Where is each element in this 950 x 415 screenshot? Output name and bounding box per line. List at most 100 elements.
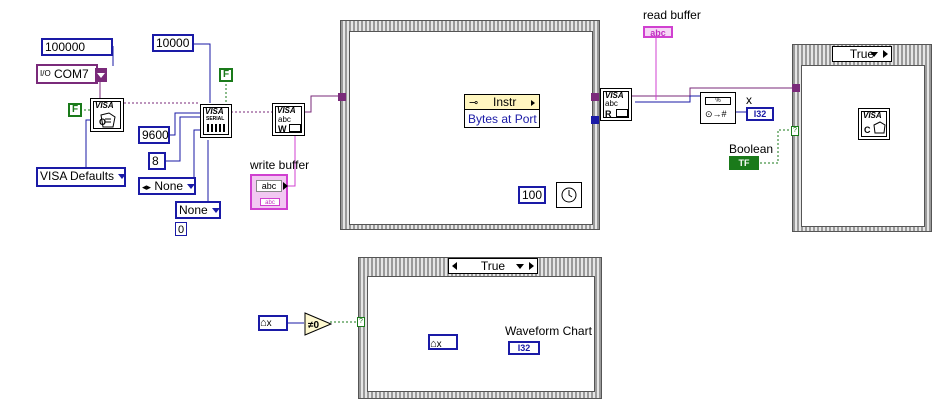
svg-text:O: O (99, 117, 106, 127)
x-local-variable[interactable]: ⌂x (258, 315, 288, 331)
read-count-wire (635, 95, 700, 103)
while-loop-interior (349, 31, 593, 225)
visa-wire-3 (305, 95, 340, 113)
next-case-arrow[interactable] (883, 50, 888, 58)
case-interior (367, 276, 595, 392)
visa-close-vi[interactable]: VISA C (858, 108, 890, 140)
io-prefix: I/O (40, 69, 51, 78)
close-folder-icon (873, 121, 886, 134)
visa-resource-constant[interactable]: I/O COM7 (36, 64, 108, 84)
vi-title: VISA (277, 106, 296, 115)
house-icon: ⌂ (260, 317, 267, 329)
flow-value: None (179, 203, 208, 217)
chevron-down-icon[interactable] (211, 208, 220, 214)
case-selector-bottom[interactable]: True (448, 258, 538, 274)
abc-label: abc (650, 28, 666, 38)
port-icon (616, 109, 628, 117)
chevron-down-icon[interactable] (870, 52, 878, 57)
false-constant-a[interactable]: F (68, 103, 82, 117)
vi-frame (275, 106, 302, 133)
property-class: Instr (493, 95, 517, 109)
chevron-down-icon[interactable] (95, 67, 108, 82)
baud-rate-constant[interactable]: 9600 (138, 126, 170, 144)
waveform-chart-label: Waveform Chart (505, 324, 592, 338)
case-selector-terminal: ? (791, 126, 799, 136)
case-selector-terminal: ? (357, 317, 365, 327)
case-value: True (480, 259, 506, 273)
not-equal-zero-function[interactable]: ≠0 (304, 312, 332, 336)
house-icon: ⌂ (430, 338, 437, 350)
wait-ms-vi[interactable] (556, 182, 582, 208)
serial-timeout-constant[interactable]: 10000 (152, 34, 194, 52)
serial-sub-label: SERIAL (206, 116, 225, 122)
play-arrow-icon (283, 182, 288, 190)
local-var-label: x (436, 339, 442, 350)
abc-label: abc (260, 198, 280, 206)
write-w-icon: W (278, 124, 287, 134)
visa-configure-serial-vi[interactable]: VISA SERIAL (200, 104, 232, 138)
flow-control-constant[interactable]: None (175, 201, 221, 219)
scan-arrow-icon: ⊙→# (705, 109, 727, 119)
clock-icon (561, 187, 577, 203)
play-arrow-icon (531, 100, 535, 106)
property-node[interactable]: ⊸ Instr Bytes at Port (464, 94, 540, 128)
x-indicator[interactable]: I32 (746, 107, 774, 121)
data-bits-constant[interactable]: 8 (148, 152, 166, 170)
open-access-label: VISA Defaults (40, 169, 115, 183)
chevron-down-icon[interactable] (118, 174, 127, 180)
local-var-label: x (266, 318, 272, 329)
read-r-icon: R (605, 109, 612, 119)
abc-label: abc (278, 115, 291, 124)
case-interior (801, 65, 925, 227)
write-buffer-label: write buffer (250, 158, 310, 172)
visa-write-vi[interactable]: VISA abc W (272, 103, 305, 136)
port-icon (289, 124, 301, 132)
next-case-arrow[interactable] (529, 262, 534, 270)
parity-value: None (154, 179, 184, 193)
read-buffer-indicator[interactable]: abc (643, 26, 673, 38)
false-constant-b[interactable]: F (219, 68, 233, 82)
svg-text:≠0: ≠0 (308, 320, 319, 331)
case-structure-bottom[interactable] (358, 257, 602, 399)
flow-index-display: 0 (175, 222, 187, 236)
tunnel (792, 84, 800, 92)
close-c-icon: C (864, 125, 871, 135)
abc-label: abc (605, 99, 618, 108)
x-label: x (746, 93, 752, 107)
timeout-serial-wire (193, 43, 211, 103)
visa-open-access-mode[interactable]: VISA Defaults (36, 167, 127, 187)
read-buffer-label: read buffer (643, 8, 701, 22)
tunnel (591, 116, 599, 124)
databits-wire (164, 116, 200, 162)
baud-wire (168, 112, 200, 136)
bytes-at-port-property[interactable]: Bytes at Port (468, 112, 537, 126)
key-icon: ⊸ (469, 97, 479, 109)
chevron-down-icon[interactable] (187, 184, 196, 190)
case-structure-top[interactable] (792, 44, 932, 232)
tunnel (338, 93, 346, 101)
abc-label: abc (256, 180, 282, 192)
scan-from-string-function[interactable]: % ⊙→# (700, 92, 736, 124)
chevron-down-icon[interactable] (516, 264, 524, 269)
case-selector-top[interactable]: True (832, 46, 892, 62)
visa-open-vi[interactable]: VISA O (90, 98, 124, 132)
boolean-control[interactable]: TF (729, 156, 759, 170)
boolean-label: Boolean (729, 142, 774, 156)
write-buffer-control[interactable]: abc abc (250, 174, 288, 210)
vi-title: VISA (95, 101, 114, 110)
x-local-variable-inner[interactable]: ⌂x (428, 334, 458, 350)
visa-wire-5 (625, 87, 796, 97)
open-access-wire (85, 119, 90, 170)
vi-title: VISA (205, 107, 224, 116)
serial-port-icon (207, 124, 227, 132)
prev-case-arrow[interactable] (452, 262, 457, 270)
visa-read-vi[interactable]: VISA abc R (600, 88, 632, 121)
format-icon: % (705, 97, 731, 105)
parity-constant[interactable]: ◂▸ None (138, 177, 196, 195)
waveform-chart-indicator[interactable]: I32 (508, 341, 540, 355)
visa-resource-name: COM7 (54, 67, 89, 81)
vi-title: VISA (605, 91, 624, 100)
property-node-header: ⊸ Instr (465, 95, 539, 110)
visa-timeout-constant[interactable]: 100000 (41, 38, 113, 56)
wait-ms-constant[interactable]: 100 (518, 186, 546, 204)
